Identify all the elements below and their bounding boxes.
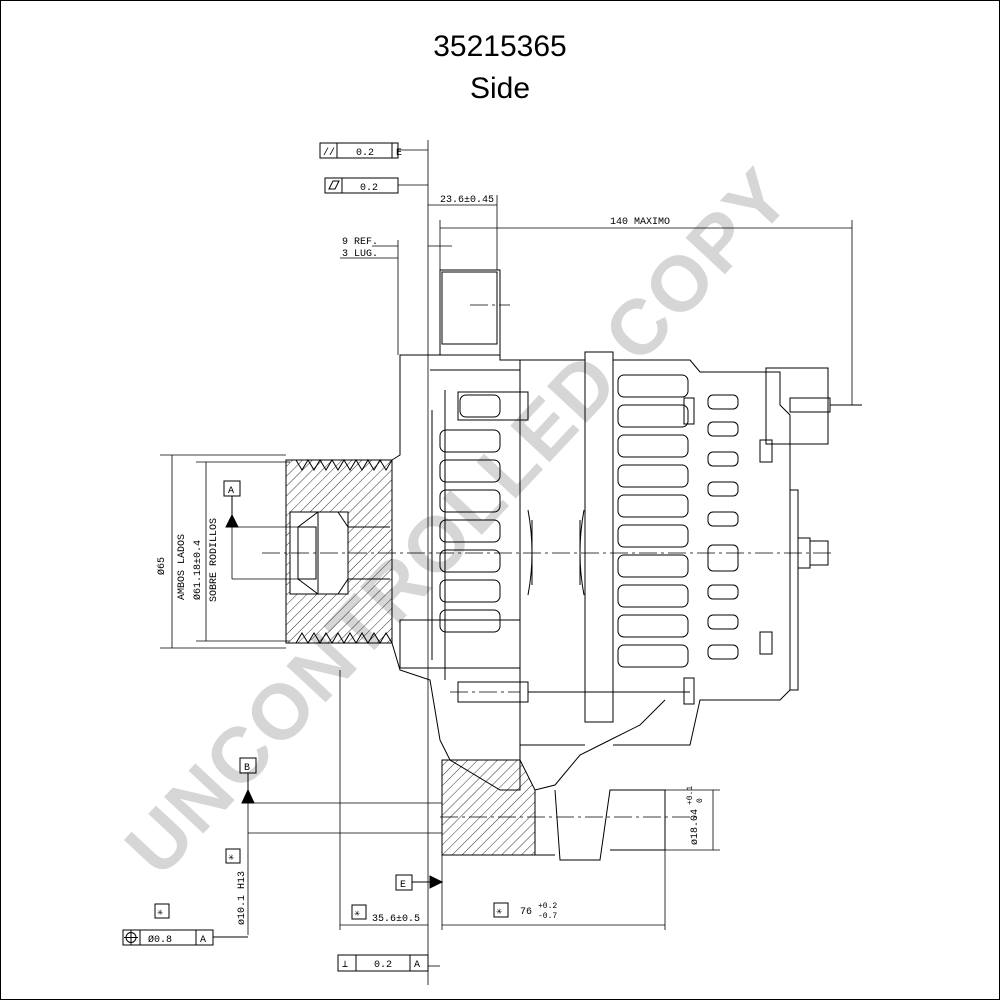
critical-star: ✳ [354, 909, 360, 920]
parallel-value: 0.2 [356, 148, 374, 159]
mount-tol-lower: -0.7 [538, 912, 557, 921]
rear-housing [613, 359, 862, 746]
stator [520, 351, 614, 746]
pulley [285, 459, 393, 644]
hub-offset-dim: 23.6±0.45 [440, 195, 494, 206]
flatness-value: 0.2 [360, 183, 378, 194]
view-title: Side [469, 72, 531, 105]
datum-markers [223, 480, 444, 891]
critical-symbols [154, 848, 509, 920]
fcf-top-parallel [319, 142, 399, 159]
fcf-top-flatness [324, 177, 399, 194]
mount-tol-upper: +0.2 [538, 902, 557, 911]
centerlines [262, 304, 835, 818]
sobre-rodillos-label: SOBRE RODILLOS [209, 518, 220, 602]
fcf-bottom-perpendicular [337, 954, 429, 972]
datum-a: A [228, 486, 234, 497]
position-value: Ø0.8 [148, 934, 172, 946]
ref-dim-line1: 9 REF. [342, 237, 378, 248]
mounting-foot [441, 699, 666, 861]
lug-tol-upper: +0.1 [686, 786, 695, 805]
perpendicular-symbol: ⊥ [342, 960, 348, 971]
critical-star: ✳ [228, 853, 234, 864]
perpendicular-value: 0.2 [374, 960, 392, 971]
bore-dim: ø10.1 H13 [237, 871, 248, 925]
parallel-symbol: // [323, 147, 335, 159]
pulley-diameter-dim: Ø65 [156, 557, 168, 575]
datum-e: E [400, 880, 406, 891]
datum-b: B [244, 763, 250, 774]
rodillos-diameter-dim: Ø61.18±0.4 [192, 540, 204, 600]
perpendicular-datum: A [414, 960, 420, 971]
through-bolts [457, 391, 695, 705]
mount-length-dim: 76 [520, 907, 532, 918]
dimension-lines [160, 140, 853, 985]
ambos-lados-label: AMBOS LADOS [177, 534, 188, 600]
parallel-datum: E [396, 148, 402, 159]
lug-tol-lower: 0 [696, 798, 705, 803]
critical-star: ✳ [496, 907, 502, 918]
mount-offset-dim: 35.6±0.5 [372, 914, 420, 925]
position-datum: A [200, 935, 206, 946]
critical-star: ✳ [157, 908, 163, 919]
fcf-left-position [122, 929, 248, 946]
part-number-title: 35215365 [433, 30, 567, 63]
lug-diameter-dim: ø18.04 [690, 809, 701, 845]
ref-dim-line2: 3 LUG. [342, 249, 378, 260]
overall-length-dim: 140 MAXIMO [610, 217, 670, 228]
